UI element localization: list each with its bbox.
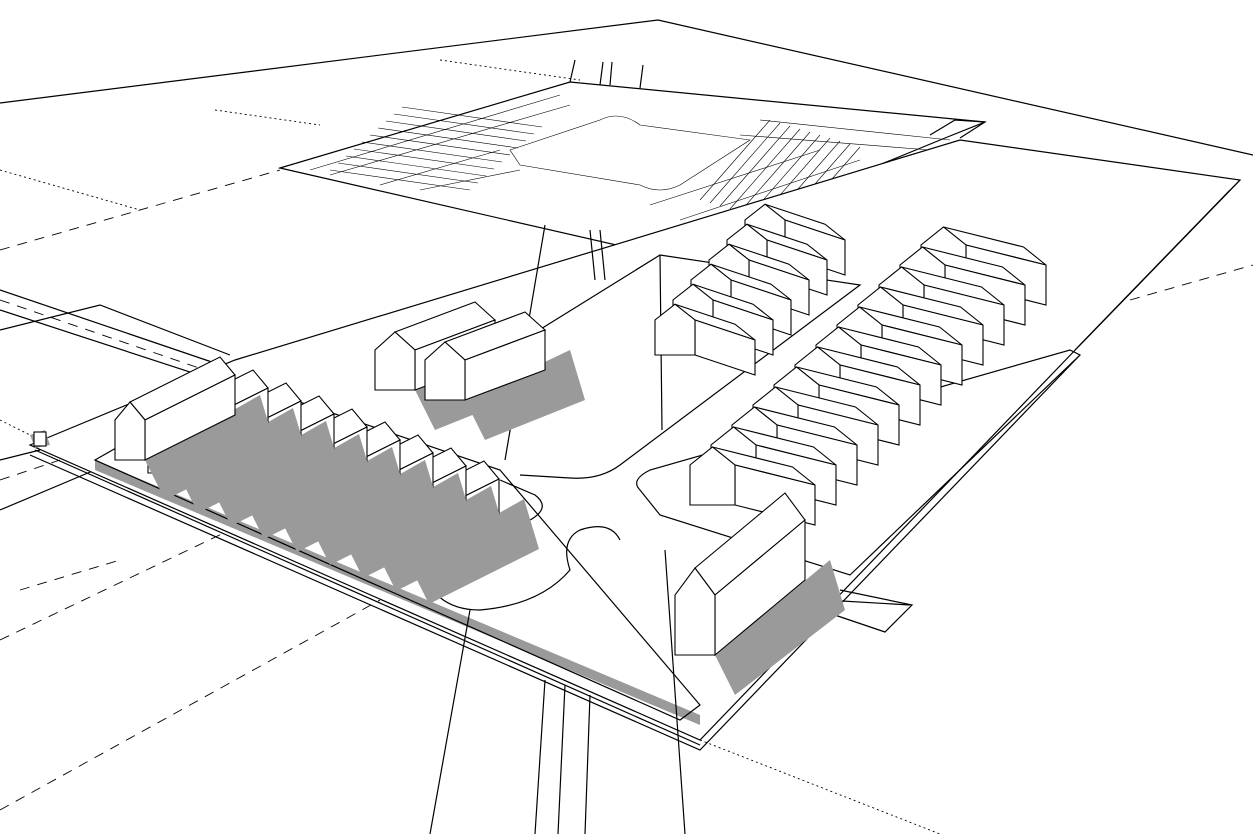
plan-lot-line (361, 141, 503, 163)
plan-lot-line (329, 169, 471, 191)
ground-plane-lines (0, 19, 1253, 834)
plan-lot-line (377, 127, 519, 149)
house-shadow (715, 560, 845, 695)
house-gable (374, 331, 416, 391)
house-gable (689, 446, 736, 506)
house-gable (424, 341, 466, 401)
plan-lot-line (719, 125, 791, 207)
plan-lot-line (385, 120, 527, 142)
house-gable (654, 303, 696, 356)
house-gable (114, 401, 146, 461)
plan-lot-line (353, 148, 495, 170)
plan-lot-line (739, 131, 811, 213)
plan-lot-line (401, 106, 543, 128)
plan-lot-line (369, 134, 511, 156)
upper-plan-overlay (277, 59, 987, 256)
plan-lot-line (729, 128, 801, 210)
houses (114, 203, 1047, 695)
house-shadow (145, 395, 275, 500)
plan-lot-line (337, 162, 479, 184)
plan-lot-line (345, 155, 487, 177)
plan-lot-line (699, 119, 771, 201)
plan-lot-line (709, 122, 781, 204)
house-shadow (465, 350, 585, 440)
house-gable (674, 567, 716, 656)
plan-lot-line (393, 113, 535, 135)
